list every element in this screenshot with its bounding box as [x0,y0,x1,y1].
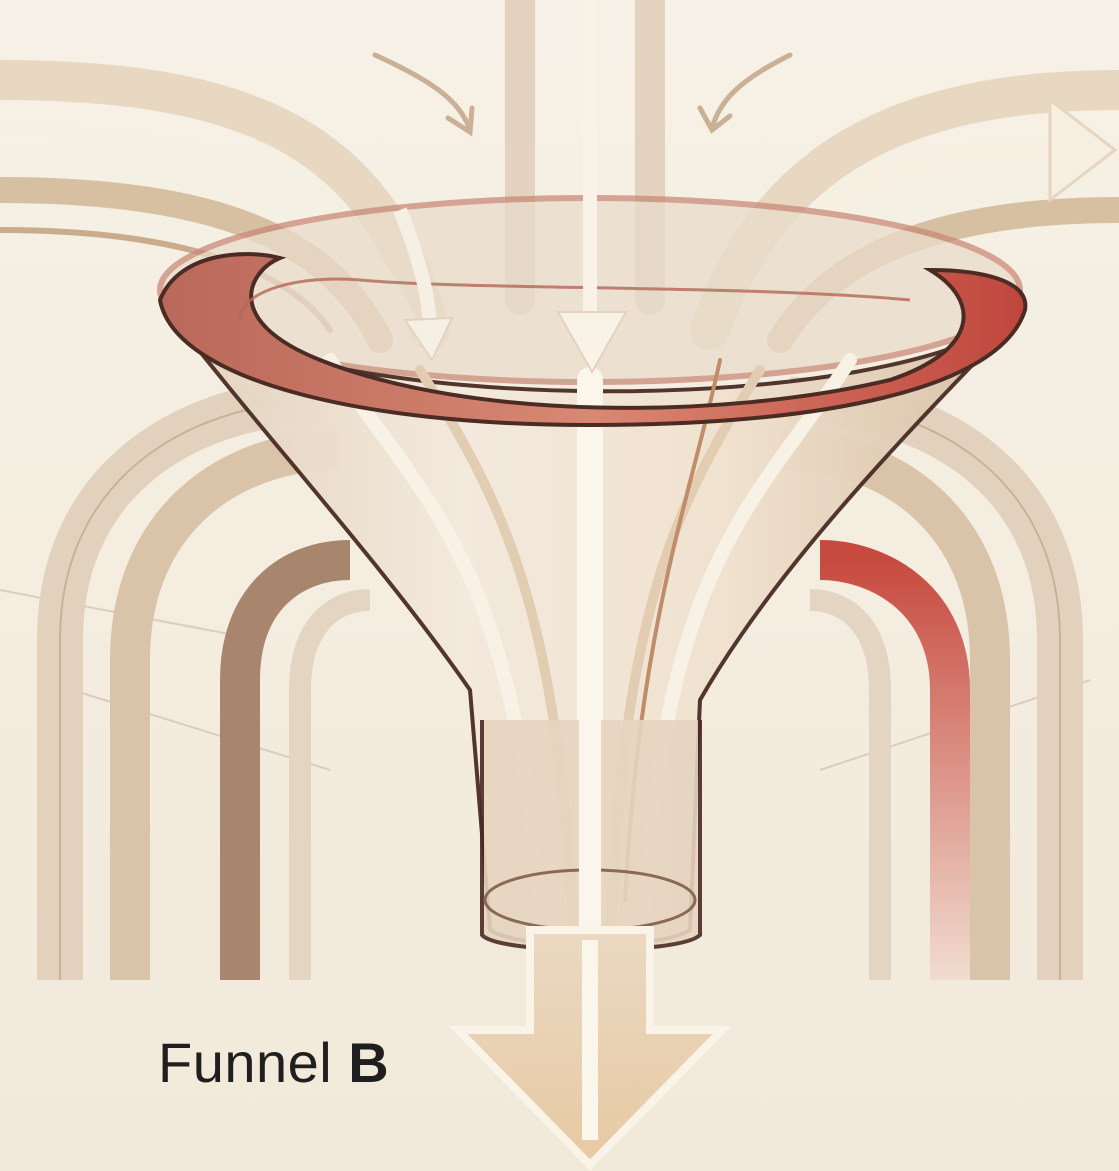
funnel-label-letter: B [348,1031,389,1094]
funnel-spout [482,720,700,960]
funnel-label: Funnel B [158,1030,389,1095]
funnel-label-name: Funnel [158,1031,332,1094]
